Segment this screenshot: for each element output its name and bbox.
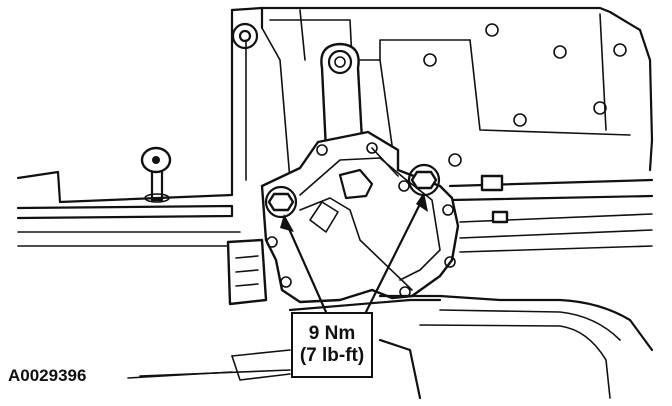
torque-metric: 9 Nm	[308, 323, 356, 344]
range-sensor	[260, 130, 460, 304]
figure-id: A0029396	[8, 366, 87, 385]
torque-callout: 9 Nm (7 lb-ft)	[291, 312, 373, 378]
case-rails	[16, 174, 654, 253]
electrical-connector	[226, 238, 268, 306]
torque-imperial: (7 lb-ft)	[299, 345, 365, 366]
left-bolt	[264, 185, 298, 219]
lever-stud	[140, 146, 172, 203]
transmission-case	[16, 6, 654, 204]
right-bolt	[407, 163, 441, 197]
manual-lever	[320, 42, 364, 152]
callout-leaders	[280, 192, 428, 314]
lower-case	[139, 294, 654, 400]
figure-id-leader	[127, 371, 233, 379]
